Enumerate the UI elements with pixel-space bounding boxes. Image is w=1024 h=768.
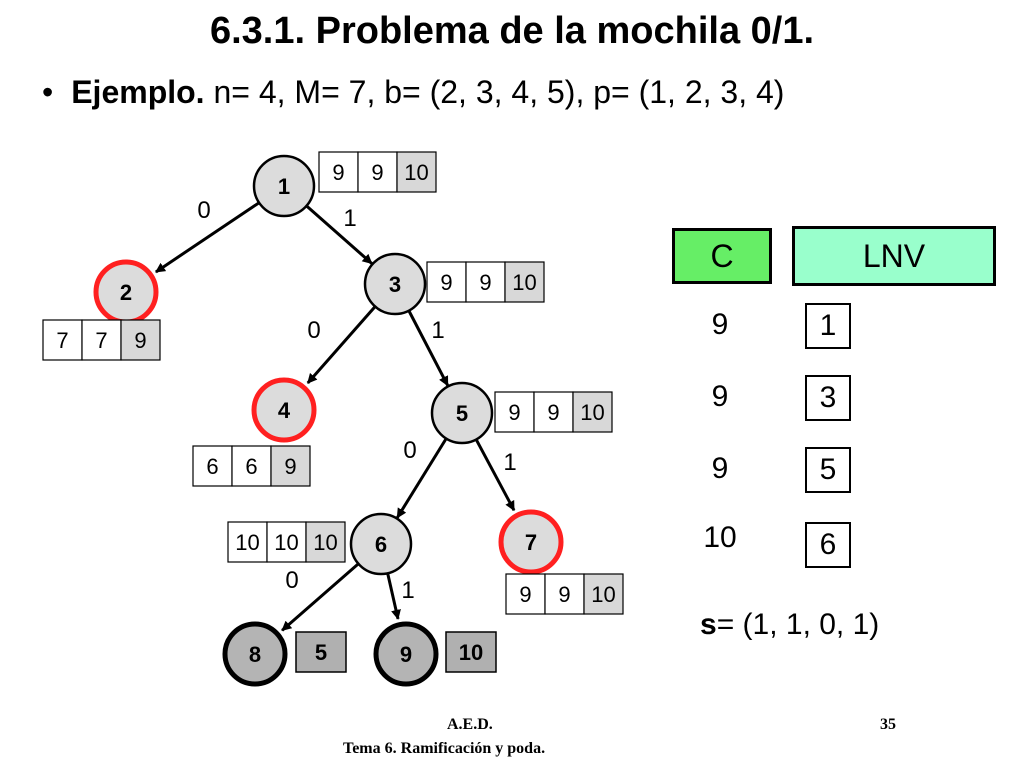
node-3-cell-1	[426, 261, 467, 303]
node-7-value-3: 10	[591, 582, 615, 607]
edge-1-2	[155, 201, 260, 274]
edge-label-6-9: 1	[401, 577, 414, 604]
tree-node-label-6: 6	[375, 532, 387, 557]
node-3-value-3: 10	[512, 270, 536, 295]
node-4-value-1: 6	[206, 454, 218, 479]
c-value-3: 9	[711, 452, 729, 485]
tree-node-9	[373, 621, 439, 687]
node-6-cell-3	[305, 521, 346, 563]
tree-node-label-2: 2	[120, 280, 132, 305]
tree-node-label-7: 7	[525, 530, 537, 555]
tree-node-label-3: 3	[389, 272, 401, 297]
node-value-8: 5	[315, 640, 327, 665]
edge-label-5-7: 1	[503, 449, 516, 476]
example-label: Ejemplo.	[71, 74, 205, 110]
node-value-box-9	[445, 631, 497, 673]
node-6-cell-2	[266, 521, 307, 563]
c-value-1: 9	[711, 308, 729, 341]
edge-1-3	[305, 204, 373, 265]
tree-node-label-1: 1	[278, 174, 290, 199]
node-2-value-3: 9	[134, 328, 146, 353]
node-5-value-1: 9	[508, 400, 520, 425]
node-6-value-2: 10	[274, 530, 298, 555]
c-value-4: 10	[703, 521, 737, 554]
node-7-value-1: 9	[519, 582, 531, 607]
node-2-cell-3	[120, 319, 161, 361]
bullet-marker: •	[42, 74, 54, 110]
node-7-value-2: 9	[558, 582, 570, 607]
node-5-value-2: 9	[547, 400, 559, 425]
solution-label: s	[700, 608, 717, 641]
tree-node-label-9: 9	[400, 642, 412, 667]
footer-course: A.E.D.	[447, 716, 493, 733]
node-1-value-1: 9	[332, 160, 344, 185]
node-6-value-1: 10	[235, 530, 259, 555]
c-header-label: C	[710, 237, 734, 274]
page-number: 35	[880, 716, 896, 733]
node-5-value-3: 10	[580, 400, 604, 425]
lnv-item-3: 5	[805, 447, 851, 493]
edge-3-4	[306, 305, 377, 384]
edge-label-1-3: 1	[343, 205, 356, 232]
c-value-2: 9	[711, 380, 729, 413]
node-5-cell-3	[572, 391, 613, 433]
tree-node-label-8: 8	[249, 642, 261, 667]
node-1-value-3: 10	[404, 160, 428, 185]
lnv-item-2: 3	[805, 375, 851, 421]
node-value-9: 10	[459, 640, 483, 665]
edge-5-7	[474, 438, 516, 512]
example-line: • Ejemplo. n= 4, M= 7, b= (2, 3, 4, 5), p…	[42, 74, 784, 111]
edge-label-1-2: 0	[197, 197, 210, 224]
edge-label-6-8: 0	[285, 567, 298, 594]
tree-node-label-4: 4	[278, 398, 291, 423]
node-2-value-2: 7	[95, 328, 107, 353]
tree-node-4	[251, 377, 317, 443]
node-5-cell-1	[494, 391, 535, 433]
node-7-cell-2	[544, 573, 585, 615]
tree-node-7	[498, 509, 564, 575]
node-1-cell-3	[396, 151, 437, 193]
footer-subtitle: Tema 6. Ramificación y poda.	[343, 740, 546, 757]
node-3-value-1: 9	[440, 270, 452, 295]
edge-6-9	[386, 572, 401, 620]
tree-node-3	[363, 252, 427, 316]
tree-node-8	[222, 621, 288, 687]
lnv-item-1: 1	[805, 303, 851, 349]
edge-label-3-4: 0	[307, 317, 320, 344]
lnv-header: LNV	[792, 226, 996, 286]
tree-node-6	[349, 512, 413, 576]
edge-6-8	[281, 562, 360, 632]
tree-node-label-5: 5	[456, 401, 468, 426]
node-value-box-8	[295, 631, 347, 673]
node-3-value-2: 9	[479, 270, 491, 295]
node-4-cell-2	[231, 445, 272, 487]
edge-label-3-5: 1	[431, 317, 444, 344]
node-3-cell-3	[504, 261, 545, 303]
node-4-cell-3	[270, 445, 311, 487]
slide-title: 6.3.1. Problema de la mochila 0/1.	[209, 10, 815, 52]
example-parameters: n= 4, M= 7, b= (2, 3, 4, 5), p= (1, 2, 3…	[204, 74, 785, 110]
node-7-cell-3	[583, 573, 624, 615]
tree-node-1	[252, 154, 316, 218]
node-1-value-2: 9	[371, 160, 383, 185]
c-header: C	[672, 228, 772, 284]
edge-5-6	[396, 437, 448, 519]
edge-3-5	[407, 309, 450, 387]
node-4-value-3: 9	[284, 454, 296, 479]
node-5-cell-2	[533, 391, 574, 433]
node-7-cell-1	[505, 573, 546, 615]
edge-label-5-6: 0	[403, 437, 416, 464]
lnv-item-4: 6	[805, 522, 851, 568]
lnv-header-label: LNV	[862, 237, 926, 274]
node-4-value-2: 6	[245, 454, 257, 479]
node-6-value-3: 10	[313, 530, 337, 555]
tree-node-5	[430, 381, 494, 445]
solution-line: s= (1, 1, 0, 1)	[700, 608, 879, 642]
node-6-cell-1	[227, 521, 268, 563]
solution-vector: = (1, 1, 0, 1)	[716, 608, 880, 641]
node-2-value-1: 7	[56, 328, 68, 353]
node-4-cell-1	[192, 445, 233, 487]
